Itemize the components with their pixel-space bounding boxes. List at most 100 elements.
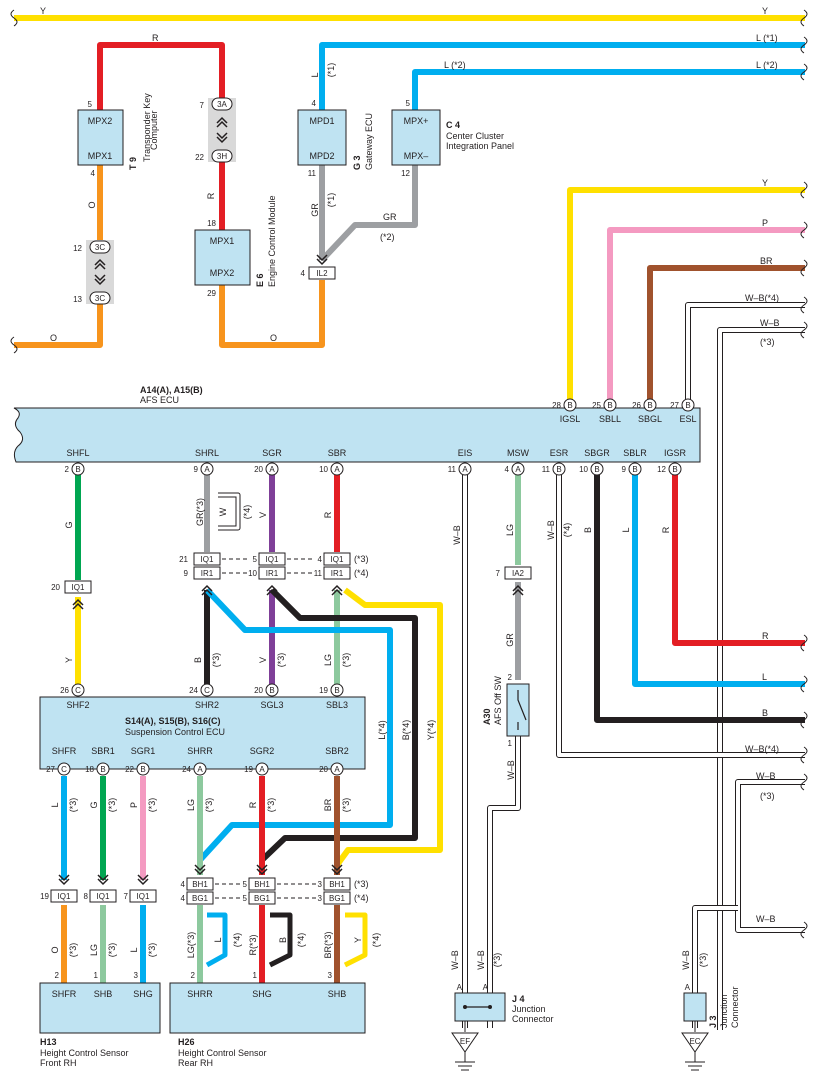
wire-label-b-sbgr: B [583,527,593,533]
note-n4-bg: (*4) [354,893,369,903]
connector-iq1-1-label: IQ1 [266,555,279,564]
pin-j4-a: A [457,983,463,992]
pin-e6-bot: 29 [207,289,216,298]
pin-bg-2: 3 [318,894,323,903]
connector-bh1-2 [323,877,351,891]
susp-bot-term-5: SBR2 [325,746,349,756]
wire-r-t9 [97,42,225,110]
susp-bot-term-1: SBR1 [91,746,115,756]
a30-code: A30 [482,708,492,725]
chevron-ia2 [512,584,524,596]
ground-ef-label: EF [460,1037,470,1046]
pin-susp-bot-3 [193,762,207,776]
j4-node-b [488,1005,492,1009]
wire-label-wb-esr: W–B [546,520,556,540]
note-n4-w: (*4) [242,505,252,520]
pin-t9-top: 5 [88,100,93,109]
wire-group [14,15,805,1030]
t9-term-bot: MPX1 [88,151,113,161]
pin-afs-bot-num-2: 20 [254,465,263,474]
break-mark-5 [800,259,808,277]
wire-label-y-top: Y [40,6,46,16]
connector-iq1-bot-0-label: IQ1 [58,892,71,901]
note-n3-iq: (*3) [354,554,369,564]
pin-3a: 7 [200,101,205,110]
pin-il2: 4 [301,269,306,278]
pin-susp-top-0-letter: C [75,686,81,695]
pin-afs-top-num-1: 25 [592,401,601,410]
chevron-3c-top [94,258,106,270]
wire-label-r-right: R [762,631,769,641]
wire-label-o-bottom: O [270,333,277,343]
chevron-ir1-1 [266,584,278,596]
wire-label-v-low: V [258,657,268,663]
wire-label-lg-shrr: LG [186,799,196,811]
wire-label-wb-eis: W–B [452,525,462,545]
h26-code: H26 [178,1037,195,1047]
pin-susp-bot-num-0: 27 [46,765,55,774]
connector-bg1-1-label: BG1 [254,894,271,903]
pin-afs-bot-num-8: 9 [622,465,627,474]
pin-h13-0: 2 [55,971,60,980]
component-afs-ecu [13,407,701,463]
wire-label-r: R [152,33,159,43]
wire-wb-j3-loop [736,780,805,932]
afs-bot-term-3: SBR [328,448,347,458]
wire-label-l2: L (*2) [444,60,466,70]
pin-afs-bot-8 [628,462,642,476]
connector-iq1-bot-2-label: IQ1 [137,892,150,901]
pin-iq-bot-1: 8 [84,892,89,901]
pin-j4-b: A [483,983,489,992]
connector-bg1-2 [323,891,351,905]
pin-susp-bot-num-3: 24 [182,765,191,774]
h26-name2: Rear RH [178,1058,213,1068]
pin-afs-bot-2 [265,462,279,476]
pin-c4-bot: 12 [401,169,410,178]
chevron-iq1-shfl [72,598,84,610]
connector-iq1-2-label: IQ1 [331,555,344,564]
pin-afs-bot-7 [590,462,604,476]
g3-name: Gateway ECU [364,113,374,170]
connector-iq1-0-label: IQ1 [201,555,214,564]
pin-h26-1: 1 [253,971,258,980]
h26-term-1: SHG [252,989,272,999]
connector-bh1-0-label: BH1 [192,880,208,889]
note-n3-l-h13: (*3) [147,943,157,958]
wire-wb-esl-outline [685,302,805,402]
pin-susp-bot-num-1: 18 [85,765,94,774]
wire-label-y-shf2: Y [64,657,74,663]
pin-ia2: 7 [496,569,501,578]
pin-c4-top: 5 [406,99,411,108]
susp-code: S14(A), S15(B), S16(C) [125,716,221,726]
pin-afs-bot-7-letter: B [594,465,599,474]
wire-label-wb-j3: W–B [681,950,691,970]
connector-bg1-0-label: BG1 [192,894,209,903]
break-mark-0 [800,9,808,27]
h26-name: Height Control Sensor [178,1048,267,1058]
pin-bg-0: 4 [181,894,186,903]
wire-y-loop [343,912,368,968]
pin-afs-top-0 [563,398,577,412]
wire-wb-j3-loop-outline [735,779,805,933]
pin-susp-bot-num-5: 20 [319,765,328,774]
wire-label-b: B [193,657,203,663]
pin-afs-bot-num-9: 12 [657,465,666,474]
chevron-bh1-0 [194,864,206,876]
connector-ir1-0-label: IR1 [201,569,214,578]
chevron-3a [216,116,228,128]
t9-name2: Computer [149,110,159,150]
pin-afs-top-num-2: 26 [632,401,641,410]
pin-afs-bot-num-3: 10 [319,465,328,474]
h13-code: H13 [40,1037,57,1047]
afs-top-term-1: SBLL [599,414,621,424]
e6-term-top: MPX1 [210,236,235,246]
connector-bh1-2-label: BH1 [329,880,345,889]
wire-label-lg: LG [323,654,333,666]
afs-top-term-0: IGSL [560,414,581,424]
connector-iq1-bot-1 [89,889,117,903]
pin-afs-bot-num-7: 10 [579,465,588,474]
wire-wb-top-right [718,328,805,1030]
susp-top-term-1: SHR2 [195,700,219,710]
wire-label-r3: R(*3) [248,934,258,955]
